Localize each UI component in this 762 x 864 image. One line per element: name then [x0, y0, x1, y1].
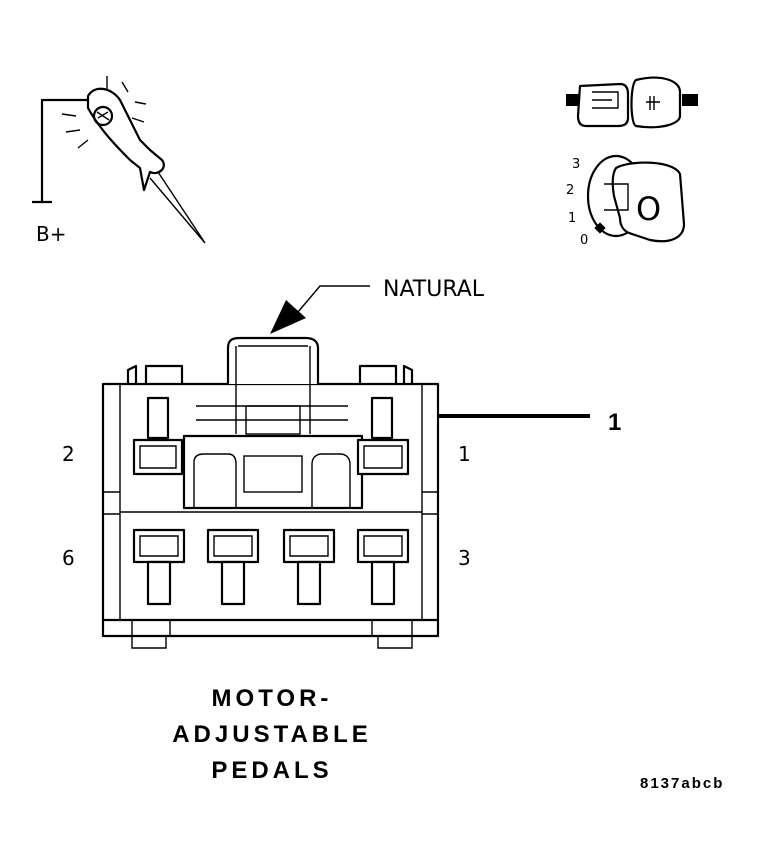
lock-color-label: NATURAL: [383, 277, 485, 302]
pin-label-2: 2: [62, 442, 75, 466]
callout-number: 1: [608, 409, 621, 436]
ignition-switch-icon: [586, 154, 686, 243]
title-line-1: MOTOR-: [212, 685, 333, 712]
pin-label-6: 6: [62, 546, 75, 570]
lock-leader-arrow: [270, 285, 370, 334]
switch-position-0: 0: [580, 233, 588, 248]
pin-cavity-1: [356, 396, 410, 476]
supply-label: B+: [36, 222, 66, 246]
switch-position-1: 1: [568, 211, 576, 226]
pin-cavity-3: [356, 528, 410, 606]
switch-position-2: 2: [566, 183, 574, 198]
pin-label-1: 1: [458, 442, 471, 466]
test-light-icon: [32, 76, 206, 244]
pin-cavity-6: [132, 528, 186, 606]
title-line-3: PEDALS: [211, 757, 332, 784]
pin-cavity-5: [206, 528, 260, 606]
connector-pair-icon: [566, 76, 698, 129]
pin-cavity-2: [132, 396, 184, 476]
pin-label-3: 3: [458, 546, 471, 570]
connector-body: [101, 336, 440, 649]
figure-id: 8137abcb: [640, 775, 724, 792]
switch-knob-label: O: [636, 190, 661, 228]
pin-cavity-4: [282, 528, 336, 606]
switch-position-3: 3: [572, 157, 580, 172]
title-line-2: ADJUSTABLE: [172, 721, 372, 748]
